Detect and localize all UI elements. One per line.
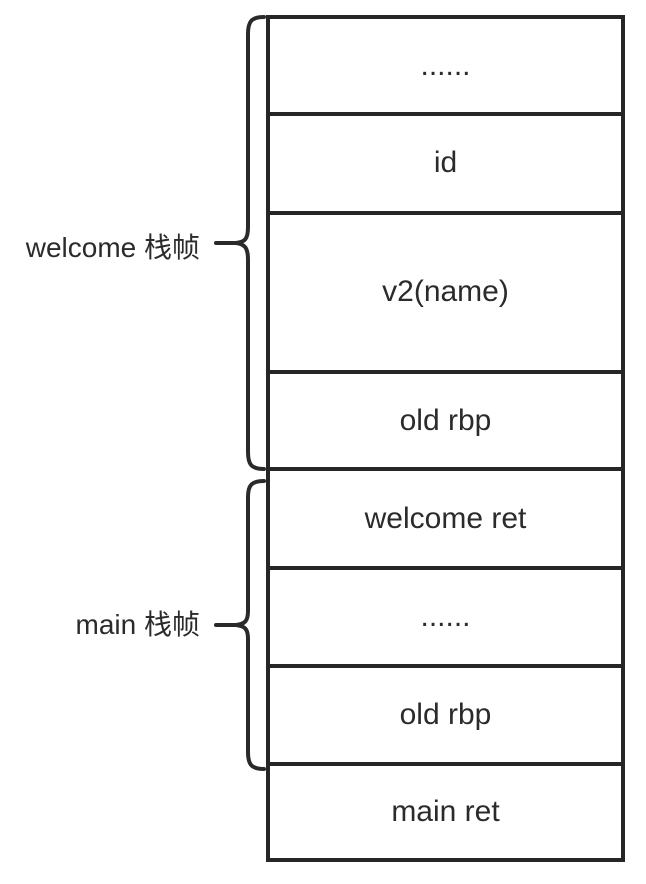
main-frame-brace [214, 479, 266, 771]
main-frame-label: main 栈帧 [75, 609, 200, 640]
stack-cell-id: id [270, 112, 621, 210]
welcome-frame-brace [214, 15, 266, 471]
welcome-frame-label: welcome 栈帧 [25, 232, 200, 263]
stack-cell-v2-name: v2(name) [270, 210, 621, 371]
stack-cell-old-rbp-main: old rbp [270, 663, 621, 762]
stack-cell-ellipsis-top: ...... [420, 48, 471, 82]
stack-cell-main-ret: main ret [270, 762, 621, 858]
stack-cell-old-rbp-welcome: old rbp [270, 370, 621, 467]
stack-cell-welcome-ret: welcome ret [270, 467, 621, 565]
stack-cell-ellipsis-main: ...... [270, 565, 621, 664]
stack-column: ...... id v2(name) old rbp welcome ret .… [266, 15, 625, 862]
